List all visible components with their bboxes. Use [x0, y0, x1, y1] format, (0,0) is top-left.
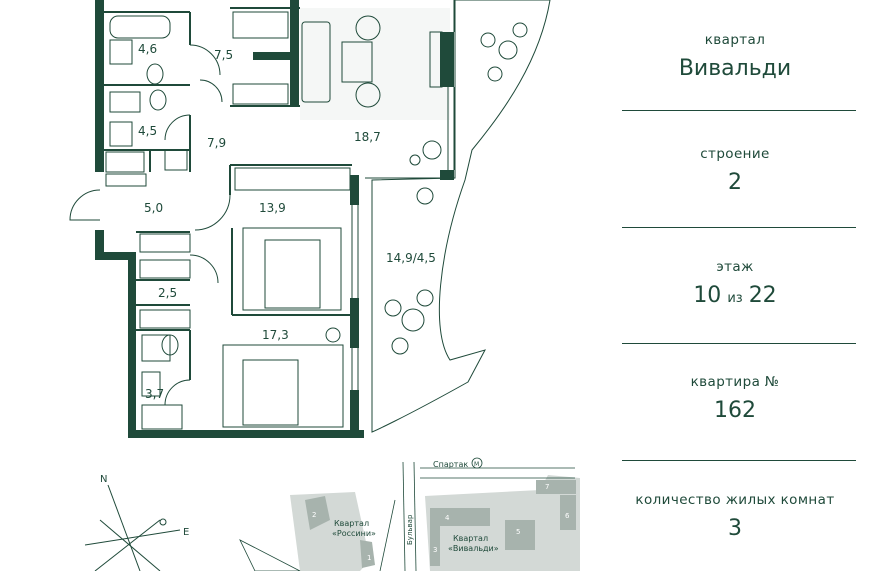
- map-boulevard-label: Бульвар: [406, 514, 414, 545]
- door-swings: [69, 44, 231, 406]
- room-area-living: 18,7: [354, 130, 381, 144]
- plants: [325, 140, 442, 343]
- wardrobes: [139, 11, 351, 329]
- bathroom-fixtures: [105, 15, 188, 430]
- map-building-3: 3: [433, 546, 437, 554]
- floor-label: этаж: [716, 259, 754, 275]
- interior-walls: [104, 7, 352, 380]
- map-building-4: 4: [445, 514, 450, 522]
- balcony-furniture: [384, 22, 528, 355]
- map-vivaldi-label-1: Квартал: [453, 534, 488, 543]
- map-rossini-label-2: «Россини»: [332, 529, 376, 538]
- apartment-block: квартира № 162: [606, 374, 864, 423]
- map-building-7: 7: [545, 483, 549, 491]
- floor-of: из: [727, 291, 743, 306]
- room-area-hall1: 7,5: [214, 48, 233, 62]
- rooms-block: количество жилых комнат 3: [606, 492, 864, 541]
- room-area-storage: 2,5: [158, 286, 177, 300]
- balcony-outline: [371, 0, 551, 433]
- district-value: Вивальди: [678, 56, 792, 81]
- district-label: квартал: [704, 32, 766, 48]
- room-fills: [300, 8, 450, 120]
- room-labels: 4,6 7,5 4,5 7,9 18,7 5,0 13,9 14,9/4,5 2…: [138, 42, 436, 401]
- apartment-value: 162: [714, 398, 756, 423]
- compass-east: E: [183, 527, 189, 538]
- divider: [622, 110, 856, 111]
- compass-rose: [84, 484, 181, 571]
- floor-block: этаж 10 из 22: [606, 259, 864, 308]
- floor-total: 22: [748, 283, 777, 308]
- building-value: 2: [728, 170, 742, 195]
- map-rossini-label-1: Квартал: [334, 519, 369, 528]
- floor-value: 10: [693, 283, 722, 308]
- building-label: строение: [700, 146, 770, 162]
- room-area-balcony: 14,9/4,5: [386, 251, 436, 265]
- divider: [622, 460, 856, 461]
- map-metro-label: Спартак: [433, 460, 468, 469]
- site-map: [239, 457, 580, 571]
- floor-plan: 4,6 7,5 4,5 7,9 18,7 5,0 13,9 14,9/4,5 2…: [69, 0, 580, 571]
- room-area-entry: 5,0: [144, 201, 163, 215]
- room-area-bed2: 17,3: [262, 328, 289, 342]
- district-block: квартал Вивальди: [606, 32, 864, 81]
- rooms-value: 3: [728, 516, 742, 541]
- map-building-5: 5: [516, 528, 520, 536]
- exterior-walls: [95, 0, 454, 438]
- map-vivaldi-label-2: «Вивальди»: [448, 544, 499, 553]
- room-area-bed1: 13,9: [259, 201, 286, 215]
- map-building-6: 6: [565, 512, 570, 520]
- windows: [351, 0, 455, 390]
- map-metro-symbol: М: [474, 461, 479, 468]
- apartment-label: квартира №: [690, 374, 780, 390]
- divider: [622, 227, 856, 228]
- living-furniture: [301, 15, 443, 108]
- divider: [622, 343, 856, 344]
- rooms-label: количество жилых комнат: [635, 492, 835, 508]
- room-area-bath1: 4,6: [138, 42, 157, 56]
- room-area-hall2: 7,9: [207, 136, 226, 150]
- room-area-bath2: 4,5: [138, 124, 157, 138]
- floor-value-row: 10 из 22: [606, 283, 864, 308]
- map-building-2: 2: [312, 511, 316, 519]
- building-block: строение 2: [606, 146, 864, 195]
- map-building-1: 1: [367, 554, 371, 562]
- compass-north: N: [100, 474, 107, 485]
- room-area-bath3: 3,7: [145, 387, 164, 401]
- beds: [222, 227, 344, 428]
